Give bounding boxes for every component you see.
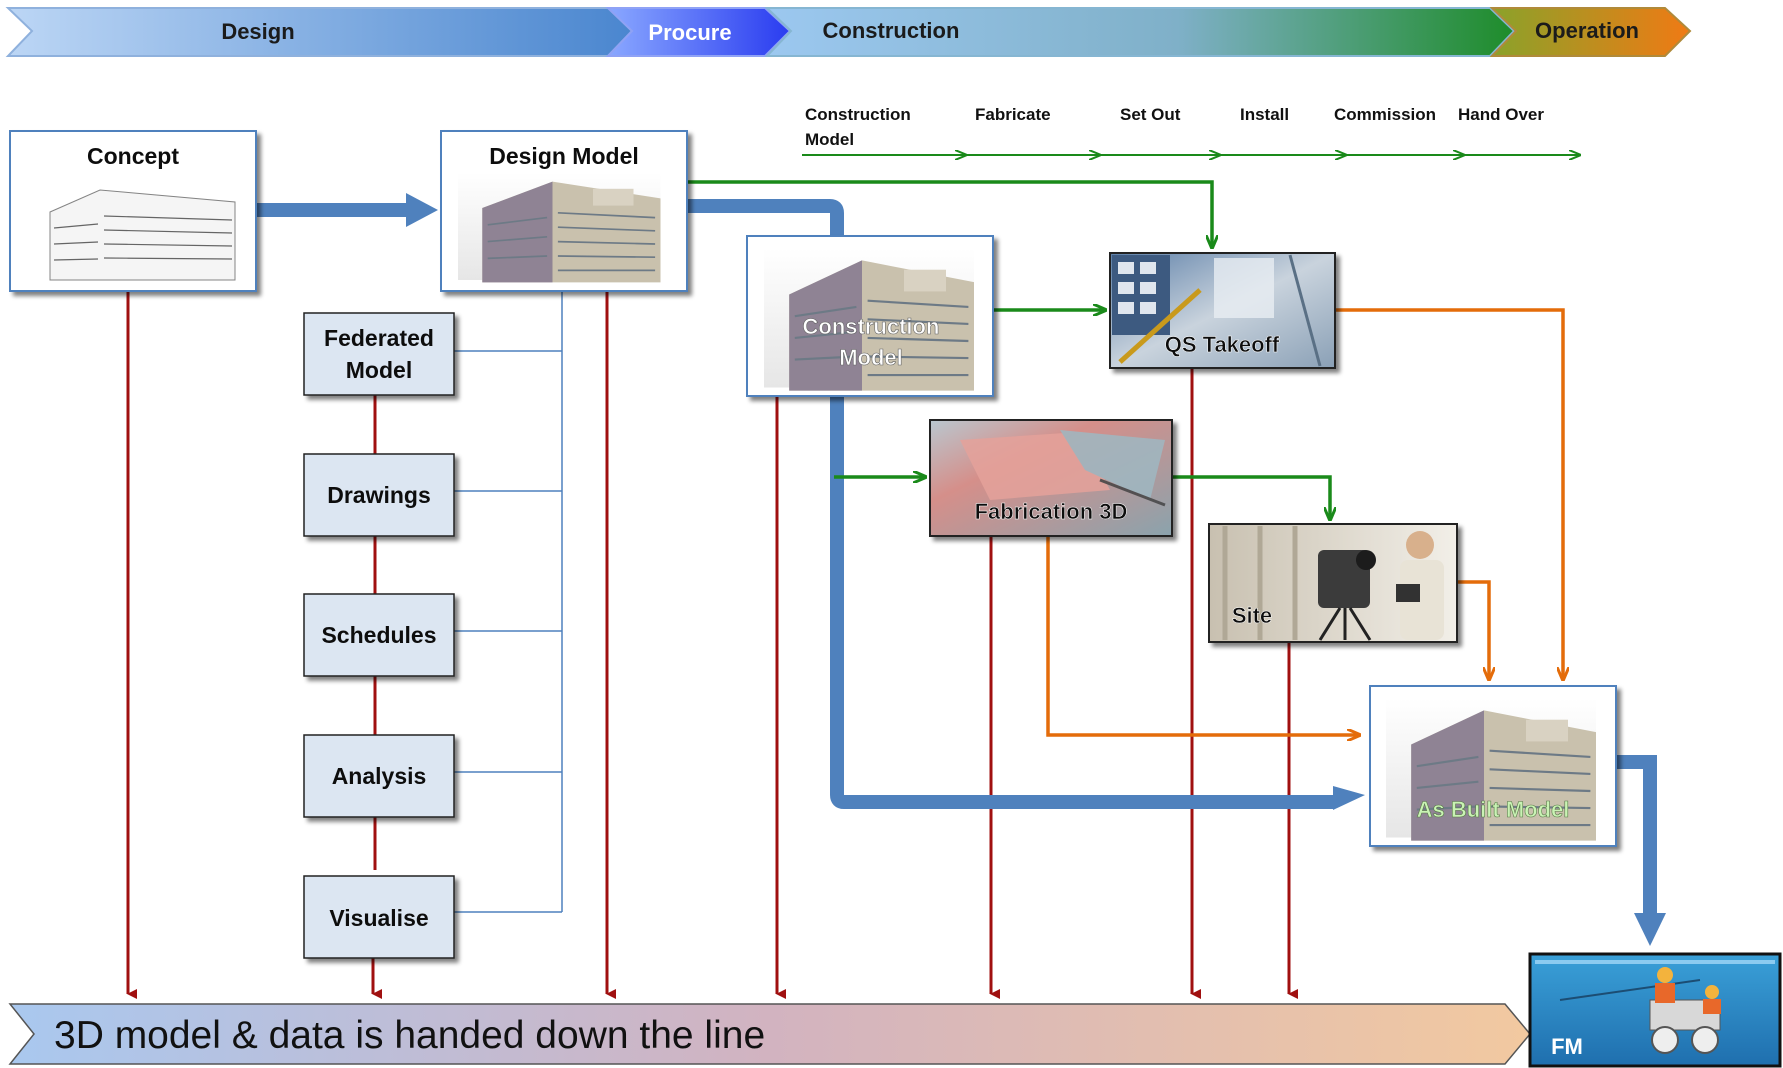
visualise-label: Visualise (329, 905, 428, 931)
node-federated-model: Federated Model (303, 312, 455, 396)
step-set-out: Set Out (1120, 105, 1181, 124)
phase-operation: Operation (1489, 7, 1692, 57)
calculator-image (1112, 254, 1322, 367)
node-construction-model: Construction Model (746, 235, 994, 397)
federated-model-label-line1: Federated (324, 325, 434, 351)
phase-procure-label: Procure (648, 20, 731, 45)
step-fabricate: Fabricate (975, 105, 1051, 124)
node-drawings: Drawings (303, 453, 455, 537)
node-design-model: Design Model (440, 130, 688, 292)
design-model-links (452, 290, 563, 913)
bottom-banner-label: 3D model & data is handed down the line (54, 1014, 765, 1057)
handover-lines (126, 292, 1298, 999)
federated-model-label-line2: Model (346, 357, 412, 383)
design-model-label: Design Model (489, 143, 639, 169)
step-construction-model-line2: Model (805, 130, 854, 149)
schedules-label: Schedules (321, 622, 436, 648)
node-visualise: Visualise (303, 875, 455, 959)
concept-label: Concept (87, 143, 179, 169)
concept-building-image (40, 172, 240, 282)
node-analysis: Analysis (303, 734, 455, 818)
node-fabrication-3d: Fabrication 3D (929, 419, 1173, 537)
node-concept: Concept (9, 130, 257, 292)
fabrication-image (960, 430, 1166, 507)
fabrication-3d-label: Fabrication 3D (975, 499, 1128, 524)
node-schedules: Schedules (303, 593, 455, 677)
node-qs-takeoff: QS Takeoff (1109, 252, 1336, 369)
step-install: Install (1240, 105, 1289, 124)
phase-operation-label: Operation (1535, 18, 1639, 43)
fm-label: FM (1551, 1034, 1583, 1059)
blue-model-flow (256, 193, 1666, 946)
qs-takeoff-label: QS Takeoff (1165, 332, 1280, 357)
step-construction-model-line1: Construction (805, 105, 911, 124)
step-commission: Commission (1334, 105, 1436, 124)
fm-worker-image (1535, 960, 1775, 1054)
node-site: Site (1208, 523, 1458, 643)
orange-flow (1046, 308, 1563, 735)
construction-model-label-line2: Model (839, 345, 903, 370)
drawings-label: Drawings (327, 482, 431, 508)
as-built-model-label: As Built Model (1417, 797, 1570, 822)
site-label: Site (1232, 603, 1272, 628)
node-fm: FM (1528, 952, 1782, 1068)
analysis-label: Analysis (332, 763, 427, 789)
phase-procure: Procure (605, 7, 792, 57)
phase-construction: Construction (764, 7, 1516, 57)
phase-bar: Design Procure Construction Operation (5, 7, 1692, 57)
phase-design-label: Design (221, 19, 294, 44)
bottom-banner: 3D model & data is handed down the line (8, 1003, 1531, 1065)
green-flow (686, 180, 1330, 520)
phase-construction-label: Construction (823, 18, 960, 43)
design-model-building-image (457, 171, 662, 284)
step-hand-over: Hand Over (1458, 105, 1544, 124)
laser-scanner-image (1222, 526, 1444, 641)
construction-steps: Construction Model Fabricate Set Out Ins… (802, 105, 1580, 155)
phase-design: Design (5, 7, 634, 57)
node-as-built-model: As Built Model (1369, 685, 1617, 847)
construction-model-label-line1: Construction (803, 314, 940, 339)
